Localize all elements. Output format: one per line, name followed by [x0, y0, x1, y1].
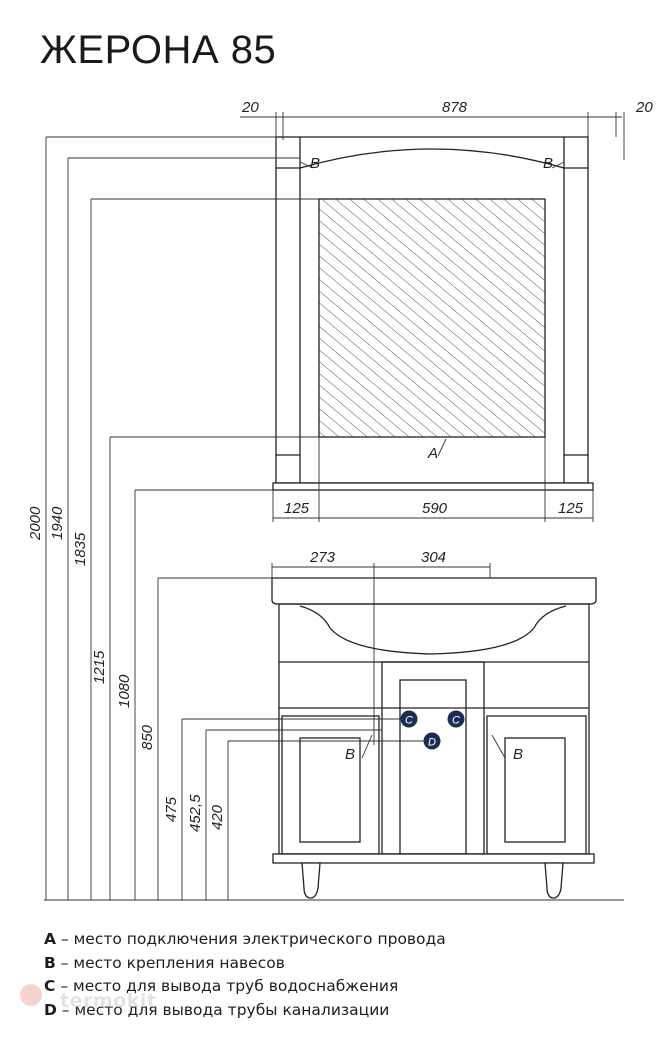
dim-vanity-left: 273	[309, 549, 336, 566]
dim-1080: 1080	[116, 674, 133, 708]
dim-1940: 1940	[49, 506, 66, 540]
mirror	[272, 136, 594, 491]
marker-b-mirror-left: B	[310, 155, 320, 172]
marker-a: A	[427, 445, 438, 462]
marker-b-vanity-right: B	[513, 746, 523, 763]
dim-1835: 1835	[72, 532, 89, 566]
marker-d-label: D	[428, 737, 436, 749]
dim-452: 452,5	[187, 794, 204, 832]
marker-d: D	[423, 732, 441, 750]
marker-c-right-label: C	[452, 715, 460, 727]
watermark-text: termokit	[60, 990, 157, 1012]
dim-mirror-right: 125	[558, 500, 584, 517]
dim-top-width: 878	[442, 99, 468, 116]
legend: A – место подключения электрического про…	[44, 928, 446, 1022]
vanity	[271, 577, 597, 899]
dim-475: 475	[163, 796, 180, 822]
marker-b-vanity-left: B	[345, 746, 355, 763]
legend-item-d: D – место для вывода трубы канализации	[44, 1000, 390, 1019]
watermark-logo	[20, 984, 42, 1006]
marker-c-right: C	[447, 710, 465, 728]
legend-item-c: C – место для вывода труб водоснабжения	[44, 977, 399, 995]
mirror-glass	[318, 198, 546, 438]
marker-c-left-label: C	[405, 715, 413, 727]
dim-mirror-left: 125	[284, 500, 310, 517]
dim-vanity-right: 304	[421, 549, 446, 566]
dim-1215: 1215	[91, 650, 108, 684]
legend-item-a: A – место подключения электрического про…	[44, 930, 446, 948]
dimension-lines	[44, 112, 625, 901]
dim-420: 420	[209, 804, 226, 830]
dim-mirror-center: 590	[422, 500, 448, 517]
marker-b-mirror-right: B	[543, 155, 553, 172]
legend-item-b: B – место крепления навесов	[44, 953, 285, 972]
dim-top-right: 20	[635, 99, 653, 116]
dim-top-left: 20	[241, 99, 259, 116]
dim-2000: 2000	[27, 506, 44, 541]
marker-c-left: C	[400, 710, 418, 728]
page-title: ЖЕРОНА 85	[40, 28, 277, 72]
dim-850: 850	[139, 724, 156, 750]
